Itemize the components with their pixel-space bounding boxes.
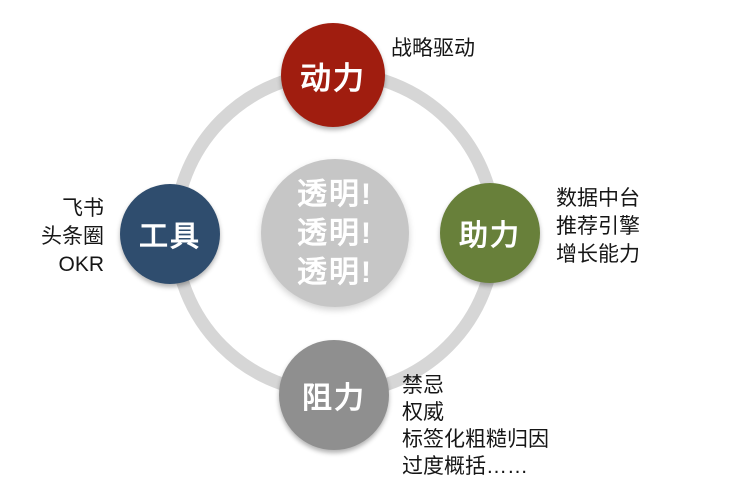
annotation-line: 禁忌 — [402, 374, 444, 397]
annotation-line: OKR — [58, 253, 104, 276]
annotation-tools: 飞书 头条圈 OKR — [18, 195, 104, 279]
annotation-line: 标签化粗糙归因 — [402, 428, 549, 451]
center-line: 透明! — [297, 255, 373, 289]
node-resistance-label: 阻力 — [302, 382, 366, 415]
annotation-resistance: 禁忌 权威 标签化粗糙归因 过度概括…… — [402, 372, 549, 480]
node-booster: 助力 — [440, 183, 540, 283]
node-booster-label: 助力 — [458, 220, 521, 252]
annotation-line: 权威 — [402, 401, 444, 424]
annotation-booster: 数据中台 推荐引擎 增长能力 — [556, 185, 640, 269]
annotation-line: 推荐引擎 — [556, 215, 640, 238]
annotation-line: 过度概括…… — [402, 455, 528, 478]
node-driver-label: 动力 — [300, 60, 366, 96]
node-resistance: 阻力 — [279, 340, 389, 450]
center-line: 透明! — [297, 177, 373, 211]
center-line: 透明! — [297, 216, 373, 250]
node-driver: 动力 — [281, 23, 385, 127]
annotation-line: 数据中台 — [556, 187, 640, 210]
annotation-driver: 战略驱动 — [391, 35, 475, 63]
center-node-transparency: 透明! 透明! 透明! — [261, 159, 409, 307]
annotation-line: 飞书 — [62, 197, 104, 220]
annotation-line: 战略驱动 — [391, 37, 475, 60]
annotation-line: 头条圈 — [41, 225, 104, 248]
node-tools: 工具 — [120, 184, 220, 284]
annotation-line: 增长能力 — [556, 243, 640, 266]
node-tools-label: 工具 — [138, 221, 201, 253]
